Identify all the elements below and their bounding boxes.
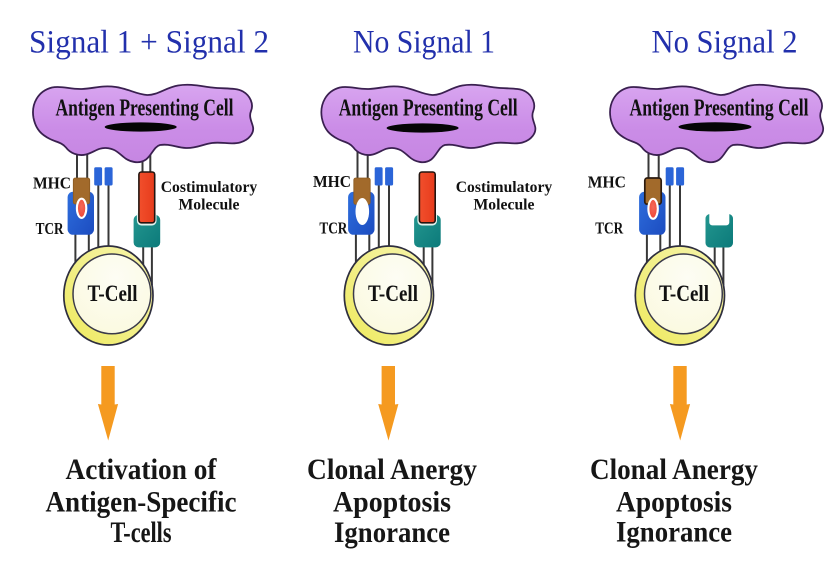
svg-text:Costimulatory: Costimulatory: [161, 179, 258, 196]
svg-text:TCR: TCR: [319, 219, 348, 238]
svg-text:MHC: MHC: [313, 172, 351, 191]
svg-text:Clonal Anergy: Clonal Anergy: [307, 453, 477, 486]
svg-text:Antigen-Specific: Antigen-Specific: [46, 486, 237, 519]
svg-text:Apoptosis: Apoptosis: [616, 486, 732, 519]
svg-text:Activation of: Activation of: [66, 453, 218, 486]
svg-text:No Signal 2: No Signal 2: [652, 25, 798, 61]
svg-text:MHC: MHC: [588, 173, 626, 192]
svg-text:Antigen Presenting Cell: Antigen Presenting Cell: [630, 96, 809, 122]
svg-text:TCR: TCR: [36, 219, 65, 238]
svg-text:MHC: MHC: [33, 173, 71, 192]
svg-text:Clonal Anergy: Clonal Anergy: [590, 453, 758, 486]
svg-text:Apoptosis: Apoptosis: [333, 486, 451, 519]
svg-text:T-cells: T-cells: [111, 516, 172, 549]
svg-text:No Signal 1: No Signal 1: [353, 25, 495, 61]
svg-text:Molecule: Molecule: [474, 197, 535, 214]
svg-text:Antigen Presenting Cell: Antigen Presenting Cell: [56, 96, 234, 122]
svg-text:Ignorance: Ignorance: [616, 516, 732, 549]
svg-text:Ignorance: Ignorance: [334, 516, 450, 549]
svg-text:Antigen Presenting Cell: Antigen Presenting Cell: [339, 96, 518, 122]
svg-text:Costimulatory: Costimulatory: [456, 179, 553, 196]
svg-text:Molecule: Molecule: [179, 197, 240, 214]
svg-text:Signal 1 + Signal 2: Signal 1 + Signal 2: [29, 25, 269, 61]
svg-text:TCR: TCR: [595, 219, 624, 238]
